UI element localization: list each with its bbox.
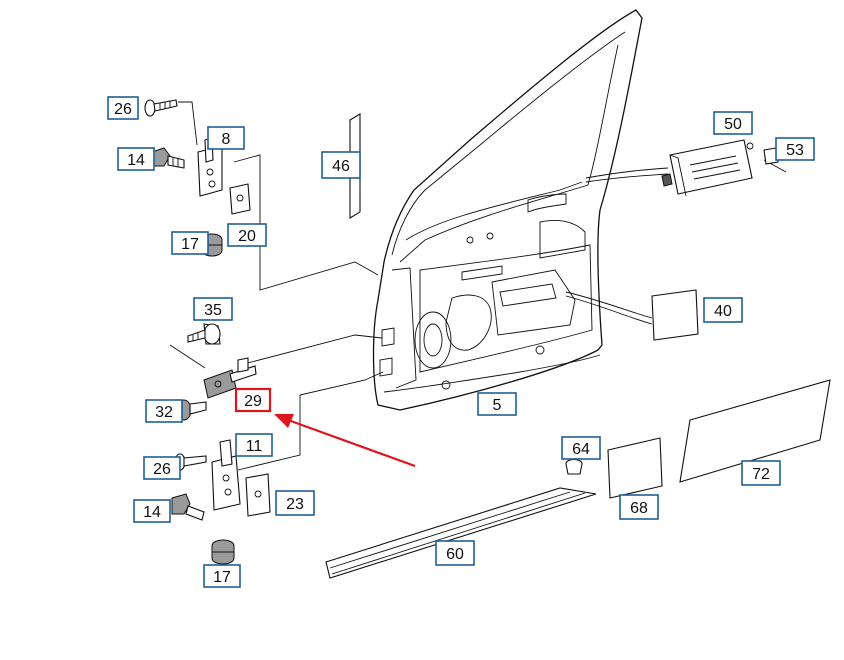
callout-box: [477, 392, 517, 416]
callout-number: 23: [286, 496, 304, 513]
hinge-lower-11: [211, 439, 241, 511]
callout-box: [775, 137, 815, 161]
clip-64: [565, 458, 583, 475]
callout-number: 5: [493, 397, 502, 414]
front-door-shell: [372, 9, 643, 411]
callout-5: 5: [477, 392, 517, 416]
callout-box: [171, 231, 209, 255]
callout-72: 72: [741, 460, 781, 486]
callout-labels: 26 8 14 46 20 17 50 53 35 40 29 32 5 11 64 26 72 23 68 14 60…: [107, 96, 815, 588]
callout-number: 40: [714, 303, 732, 320]
callout-32: 32: [145, 399, 183, 423]
callout-14b: 14: [133, 499, 171, 523]
callout-box: [117, 147, 155, 171]
rubber-buffer-17-bottom: [211, 539, 235, 565]
callout-box: [193, 297, 233, 321]
callout-box: [435, 540, 475, 566]
highlight-arrow: [274, 414, 416, 468]
callout-number: 11: [246, 438, 263, 455]
callout-number: 50: [724, 116, 742, 133]
callout-14a: 14: [117, 147, 155, 171]
callout-26a: 26: [107, 96, 139, 120]
callout-box: [713, 111, 753, 135]
callout-box: [207, 126, 245, 150]
callout-number: 53: [786, 142, 804, 159]
callout-number: 46: [332, 158, 350, 175]
callout-number: 17: [213, 569, 231, 586]
callout-number: 17: [181, 236, 199, 253]
callout-29-highlighted: 29: [234, 387, 272, 413]
sill-strip-60: [325, 487, 597, 579]
callout-number: 14: [127, 152, 145, 169]
protective-film-72: [679, 379, 831, 483]
callout-17b: 17: [203, 564, 241, 588]
callout-box: [145, 399, 183, 423]
callout-box: [275, 490, 315, 516]
callout-box: [234, 387, 272, 413]
callout-17a: 17: [171, 231, 209, 255]
control-module-50: [661, 139, 754, 197]
shim-plate-23: [245, 473, 271, 517]
callout-number: 26: [114, 101, 132, 118]
bolt-14-top: [151, 147, 185, 169]
callout-number: 64: [572, 441, 590, 458]
callout-number: 60: [446, 546, 464, 563]
callout-60: 60: [435, 540, 475, 566]
callout-box: [107, 96, 139, 120]
callout-box: [235, 433, 273, 457]
bolt-35: [187, 323, 221, 345]
callout-40: 40: [703, 297, 743, 323]
shim-plate-20: [229, 183, 251, 215]
bolt-14-bottom: [171, 493, 205, 521]
clip-53: [763, 147, 779, 165]
callout-46: 46: [321, 151, 361, 179]
door-check-strap-29: [203, 357, 257, 399]
callout-8: 8: [207, 126, 245, 150]
callout-number: 20: [238, 228, 256, 245]
callout-box: [203, 564, 241, 588]
callout-number: 35: [204, 302, 222, 319]
callout-box: [227, 223, 267, 247]
callout-number: 29: [244, 393, 262, 410]
callout-35: 35: [193, 297, 233, 321]
callout-box: [619, 494, 659, 520]
callout-number: 14: [143, 504, 161, 521]
callout-box: [143, 456, 181, 480]
callout-number: 8: [222, 131, 231, 148]
callout-68: 68: [619, 494, 659, 520]
callout-box: [133, 499, 171, 523]
leader-lines: [169, 101, 787, 471]
callout-number: 68: [630, 500, 648, 517]
callout-box: [561, 436, 601, 460]
callout-box: [321, 151, 361, 179]
callout-number: 72: [752, 466, 770, 483]
callout-64: 64: [561, 436, 601, 460]
pad-68: [607, 437, 663, 499]
callout-number: 26: [153, 461, 171, 478]
callout-number: 32: [155, 404, 173, 421]
bolt-26-top: [144, 99, 178, 117]
callout-26b: 26: [143, 456, 181, 480]
callout-20: 20: [227, 223, 267, 247]
callout-box: [741, 460, 781, 486]
callout-53: 53: [775, 137, 815, 161]
callout-50: 50: [713, 111, 753, 135]
callout-23: 23: [275, 490, 315, 516]
callout-11: 11: [235, 433, 273, 457]
callout-box: [703, 297, 743, 323]
insulation-pad-40: [651, 289, 699, 341]
